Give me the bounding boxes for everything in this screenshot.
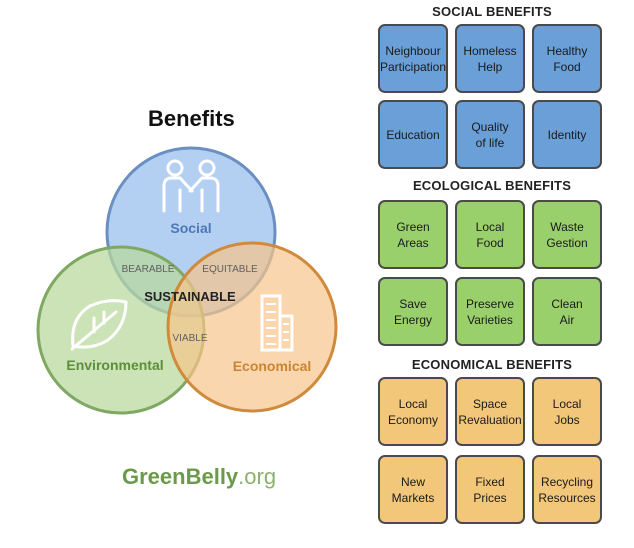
tile-homeless-help: Homeless Help bbox=[455, 24, 525, 93]
tile-fixed-prices: Fixed Prices bbox=[455, 455, 525, 524]
tile-save-energy: Save Energy bbox=[378, 277, 448, 346]
equitable-label: EQUITABLE bbox=[202, 264, 258, 275]
people-handshake-icon bbox=[162, 159, 220, 213]
tile-clean-air: Clean Air bbox=[532, 277, 602, 346]
tile-quality-of-life: Quality of life bbox=[455, 100, 525, 169]
tile-local-economy: Local Economy bbox=[378, 377, 448, 446]
brand-tld: .org bbox=[238, 464, 277, 489]
tile-healthy-food: Healthy Food bbox=[532, 24, 602, 93]
viable-label: VIABLE bbox=[172, 333, 207, 344]
tile-neighbour-participation: Neighbour Participation bbox=[378, 24, 448, 93]
tile-local-jobs: Local Jobs bbox=[532, 377, 602, 446]
venn-svg: Social Environmental Economical BEARABLE… bbox=[36, 146, 338, 415]
economical-label: Economical bbox=[233, 358, 312, 374]
tile-local-food: Local Food bbox=[455, 200, 525, 269]
social-label: Social bbox=[170, 220, 211, 236]
building-icon bbox=[260, 294, 294, 352]
venn-diagram: Benefits Social Environmen bbox=[36, 106, 338, 490]
leaf-icon bbox=[70, 299, 128, 351]
economical-circle bbox=[166, 241, 338, 413]
tile-waste-gestion: Waste Gestion bbox=[532, 200, 602, 269]
tile-preserve-varieties: Preserve Varieties bbox=[455, 277, 525, 346]
bearable-label: BEARABLE bbox=[122, 264, 175, 275]
tile-new-markets: New Markets bbox=[378, 455, 448, 524]
diagram-title: Benefits bbox=[148, 106, 235, 131]
tile-recycling-resources: Recycling Resources bbox=[532, 455, 602, 524]
tile-identity: Identity bbox=[532, 100, 602, 169]
tile-education: Education bbox=[378, 100, 448, 169]
tile-space-revaluation: Space Revaluation bbox=[455, 377, 525, 446]
sustainable-label: SUSTAINABLE bbox=[144, 289, 236, 304]
tile-green-areas: Green Areas bbox=[378, 200, 448, 269]
brand-logo: GreenBelly.org bbox=[122, 464, 276, 490]
environmental-label: Environmental bbox=[66, 357, 163, 373]
brand-name: GreenBelly bbox=[122, 464, 239, 489]
section-title-social: SOCIAL BENEFITS bbox=[432, 4, 552, 19]
section-title-ecological: ECOLOGICAL BENEFITS bbox=[412, 178, 572, 193]
section-title-economical: ECONOMICAL BENEFITS bbox=[411, 357, 573, 372]
